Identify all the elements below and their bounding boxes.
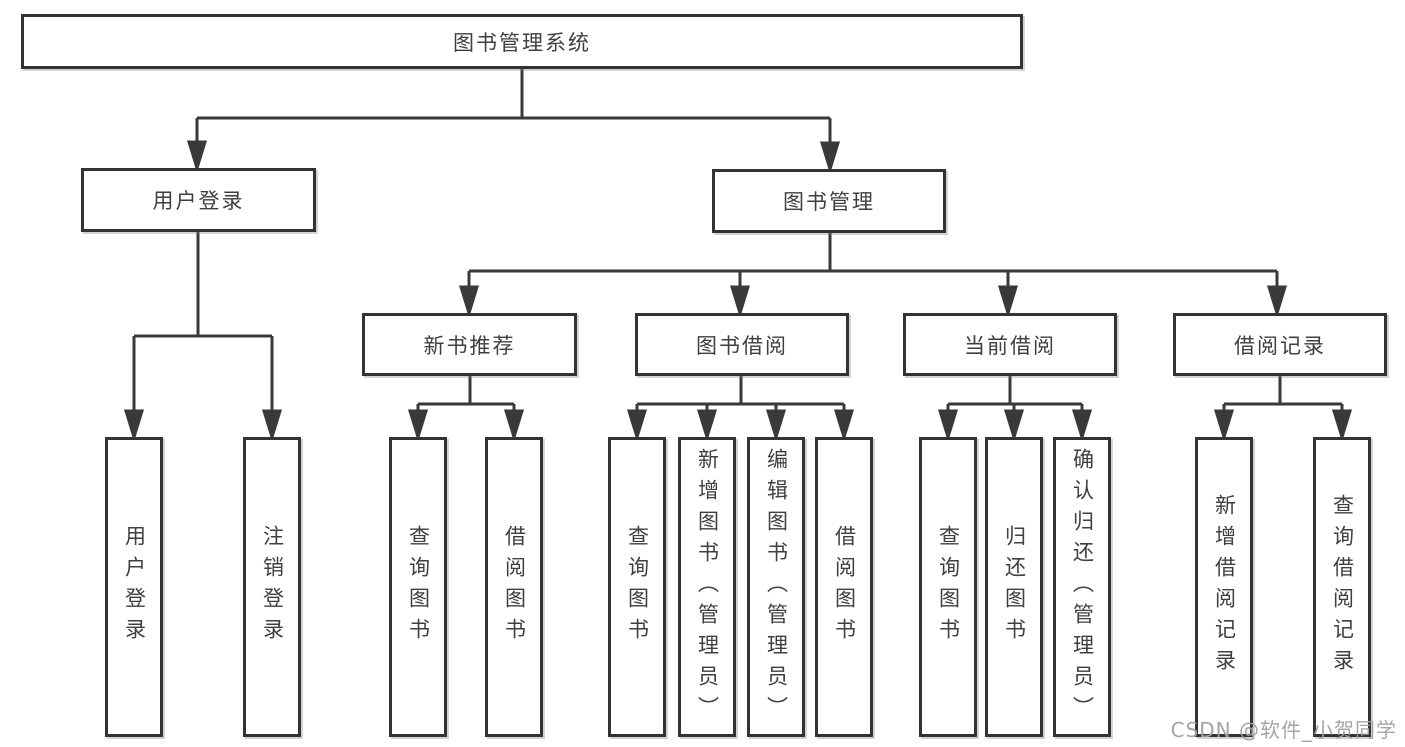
arrowhead <box>1331 409 1353 443</box>
leaf-bb-add-book-admin-label: 新增图书（管理员） <box>695 447 720 727</box>
connector-user-login-to-leaves <box>123 232 283 443</box>
leaf-bb-borrow-book: 借阅图书 <box>815 437 873 737</box>
leaf-cb-confirm-return-admin: 确认归还（管理员） <box>1053 437 1111 737</box>
arrowhead <box>626 409 648 443</box>
arrowhead <box>937 409 959 443</box>
arrowhead <box>997 285 1019 319</box>
leaf-cb-return-book-label: 归还图书 <box>1002 525 1027 649</box>
csdn-watermark: CSDN @软件_小贺同学 <box>1170 718 1397 742</box>
node-book-borrow: 图书借阅 <box>635 313 849 376</box>
leaf-bb-borrow-book-label: 借阅图书 <box>832 525 857 649</box>
leaf-bb-query-book-label: 查询图书 <box>625 525 650 649</box>
arrowhead <box>186 140 208 174</box>
leaf-nbr-query-book-label: 查询图书 <box>406 525 431 649</box>
leaf-bb-query-book: 查询图书 <box>608 437 666 737</box>
node-borrow-record-label: 借阅记录 <box>1234 333 1326 358</box>
connector-root-to-level2 <box>186 69 841 175</box>
node-new-book-rec: 新书推荐 <box>362 313 577 376</box>
node-current-borrow-label: 当前借阅 <box>964 333 1056 358</box>
leaf-bb-edit-book-admin-label: 编辑图书（管理员） <box>764 447 789 727</box>
arrowhead <box>833 409 855 443</box>
connector-book-mgmt-to-level3 <box>458 233 1288 319</box>
connector-borrow-record-to-leaves <box>1213 376 1353 443</box>
arrowhead <box>458 285 480 319</box>
leaf-cb-return-book: 归还图书 <box>985 437 1043 737</box>
leaf-user-login: 用户登录 <box>105 437 163 737</box>
node-root-label: 图书管理系统 <box>453 30 591 55</box>
node-borrow-record: 借阅记录 <box>1173 313 1387 376</box>
node-book-mgmt: 图书管理 <box>712 169 946 233</box>
leaf-nbr-query-book: 查询图书 <box>389 437 447 737</box>
arrowhead <box>1266 285 1288 319</box>
leaf-cb-query-book-label: 查询图书 <box>936 525 961 649</box>
leaf-user-login-label: 用户登录 <box>122 525 147 649</box>
arrowhead <box>696 409 718 443</box>
leaf-cb-confirm-return-admin-label: 确认归还（管理员） <box>1070 447 1095 727</box>
leaf-bb-edit-book-admin: 编辑图书（管理员） <box>747 437 805 737</box>
node-new-book-rec-label: 新书推荐 <box>423 333 516 358</box>
leaf-br-query-record-label: 查询借阅记录 <box>1330 494 1355 680</box>
arrowhead <box>819 141 841 175</box>
arrowhead <box>1071 409 1093 443</box>
leaf-br-add-record-label: 新增借阅记录 <box>1212 494 1237 680</box>
leaf-logout-label: 注销登录 <box>260 525 285 649</box>
leaf-logout: 注销登录 <box>243 437 301 737</box>
leaf-nbr-borrow-book-label: 借阅图书 <box>502 525 527 649</box>
arrowhead <box>765 409 787 443</box>
leaf-nbr-borrow-book: 借阅图书 <box>485 437 543 737</box>
connector-current-borrow-to-leaves <box>937 376 1093 443</box>
leaf-br-add-record: 新增借阅记录 <box>1195 437 1253 737</box>
arrowhead <box>1213 409 1235 443</box>
connector-new-book-rec-to-leaves <box>407 376 525 443</box>
arrowhead <box>261 409 283 443</box>
leaf-bb-add-book-admin: 新增图书（管理员） <box>678 437 736 737</box>
node-root: 图书管理系统 <box>21 14 1023 69</box>
arrowhead <box>503 409 525 443</box>
leaf-br-query-record: 查询借阅记录 <box>1313 437 1371 737</box>
node-user-login: 用户登录 <box>81 168 316 232</box>
connector-book-borrow-to-leaves <box>626 376 855 443</box>
node-book-borrow-label: 图书借阅 <box>696 333 788 358</box>
arrowhead <box>123 409 145 443</box>
arrowhead <box>729 285 751 319</box>
leaf-cb-query-book: 查询图书 <box>919 437 977 737</box>
node-book-mgmt-label: 图书管理 <box>783 190 875 214</box>
arrowhead <box>1003 409 1025 443</box>
arrowhead <box>407 409 429 443</box>
node-user-login-label: 用户登录 <box>152 189 245 213</box>
node-current-borrow: 当前借阅 <box>903 313 1117 376</box>
